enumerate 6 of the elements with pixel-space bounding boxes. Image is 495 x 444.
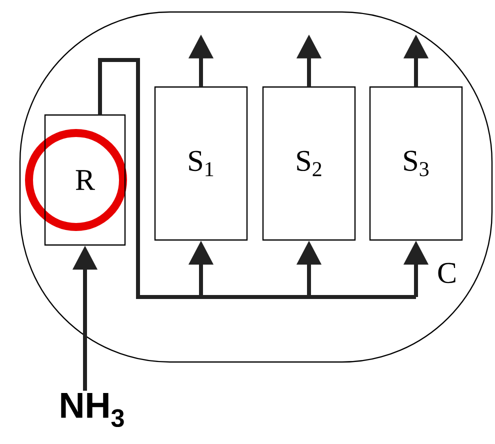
input-label: NH$_{3}$	[61, 392, 124, 428]
region-label: C	[438, 262, 456, 284]
compartment-box: R	[44, 114, 126, 246]
compartment-box: S$_{1}$	[154, 86, 248, 241]
compartment-box: S$_{2}$	[262, 86, 356, 241]
compartment-box: S$_{3}$	[369, 86, 463, 241]
